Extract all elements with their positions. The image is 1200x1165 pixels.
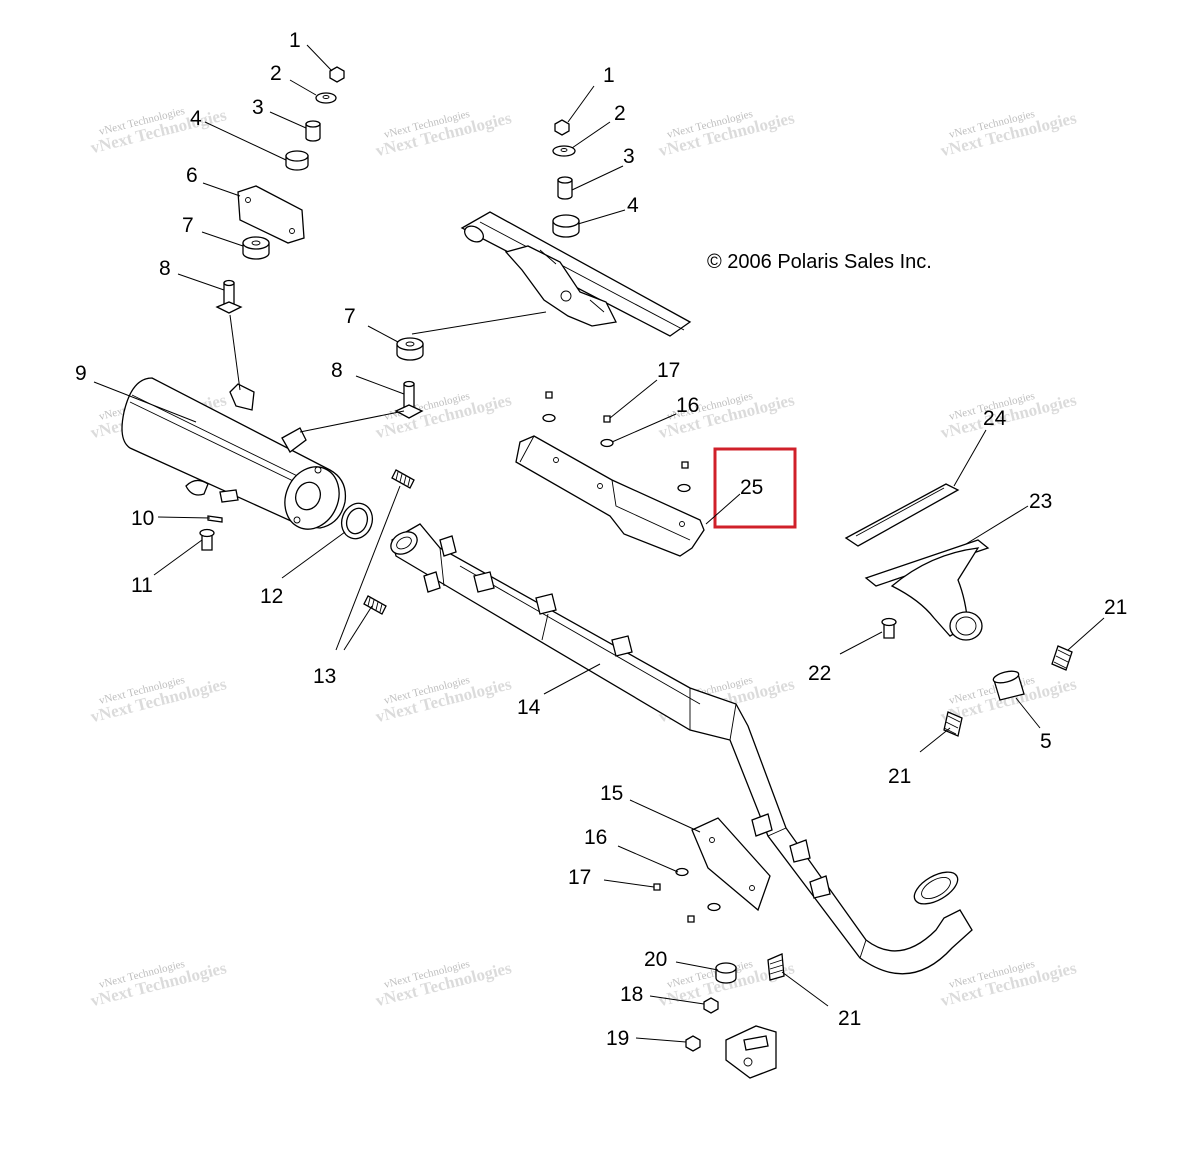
spring-part[interactable] [391, 469, 415, 489]
heat-shield-part[interactable] [691, 817, 771, 912]
callout-label: 14 [517, 696, 541, 719]
callout-label: 1 [289, 29, 301, 52]
exhaust-pipe-assembly [390, 523, 973, 975]
callout-label: 18 [620, 983, 643, 1006]
spring-part[interactable] [767, 953, 785, 981]
screw-part[interactable] [199, 528, 215, 551]
callout-label: 19 [606, 1027, 629, 1050]
muffler-assembly [121, 377, 347, 530]
callout-label: 25 [740, 476, 763, 499]
callout-label: 7 [182, 214, 194, 237]
spring-part[interactable] [363, 595, 387, 615]
washer-part[interactable] [315, 92, 337, 104]
flange-head-pipe-part[interactable] [864, 539, 990, 641]
callout-label: 17 [657, 359, 680, 382]
callout-labels: 1 2 3 4 6 7 8 9 10 11 12 13 1 2 3 4 7 8 … [75, 29, 1127, 1050]
mount-bracket-part[interactable] [725, 1025, 777, 1079]
callout-label: 4 [627, 194, 639, 217]
spring-part[interactable] [943, 711, 963, 737]
callout-label: 21 [838, 1007, 861, 1030]
cap-part[interactable] [715, 962, 737, 984]
left-mount-stack [215, 66, 345, 314]
callout-label: 21 [888, 765, 911, 788]
heat-shield-part[interactable] [515, 435, 705, 557]
callout-label: 17 [568, 866, 591, 889]
gasket-part[interactable] [844, 483, 960, 547]
callout-label: 4 [190, 107, 202, 130]
leader-lines [93, 44, 1105, 1043]
callout-label: 1 [603, 64, 615, 87]
callout-label: 3 [252, 96, 264, 119]
sleeve-part[interactable] [305, 123, 321, 142]
nut-part[interactable] [703, 997, 719, 1014]
callout-label: 20 [644, 948, 667, 971]
highlight-box [713, 447, 797, 529]
callout-label: 11 [131, 574, 153, 597]
screw-part[interactable] [881, 617, 897, 639]
callout-label: 21 [1104, 596, 1127, 619]
callout-label: 16 [676, 394, 699, 417]
nut-part[interactable] [685, 1035, 701, 1052]
callout-label: 22 [808, 662, 831, 685]
callout-label: 5 [1040, 730, 1052, 753]
pin-part[interactable] [207, 515, 223, 523]
heat-shield-lower [653, 817, 771, 923]
callout-label: 8 [159, 257, 171, 280]
callout-label: 24 [983, 407, 1007, 430]
copyright-notice: © 2006 Polaris Sales Inc. [707, 251, 932, 273]
bracket-part[interactable] [237, 185, 305, 244]
callout-label: 15 [600, 782, 623, 805]
callout-label: 7 [344, 305, 356, 328]
sleeve-part[interactable] [557, 179, 573, 200]
gasket-part[interactable] [337, 499, 378, 543]
callout-label: 23 [1029, 490, 1052, 513]
heat-shield-upper [515, 391, 705, 557]
center-mount-stack [394, 119, 580, 419]
callout-label: 10 [131, 507, 154, 530]
callout-label: 13 [313, 665, 336, 688]
nut-part[interactable] [554, 119, 570, 136]
seal-part[interactable] [992, 669, 1025, 701]
callout-label: 2 [614, 102, 626, 125]
callout-label: 6 [186, 164, 198, 187]
callout-label: 9 [75, 362, 87, 385]
spring-part[interactable] [1051, 645, 1073, 671]
callout-label: 3 [623, 145, 635, 168]
washer-part[interactable] [552, 145, 576, 157]
callout-label: 8 [331, 359, 343, 382]
callout-label: 12 [260, 585, 283, 608]
callout-label: 16 [584, 826, 607, 849]
nut-part[interactable] [329, 66, 345, 83]
frame-rail [460, 211, 692, 337]
callout-label: 2 [270, 62, 282, 85]
